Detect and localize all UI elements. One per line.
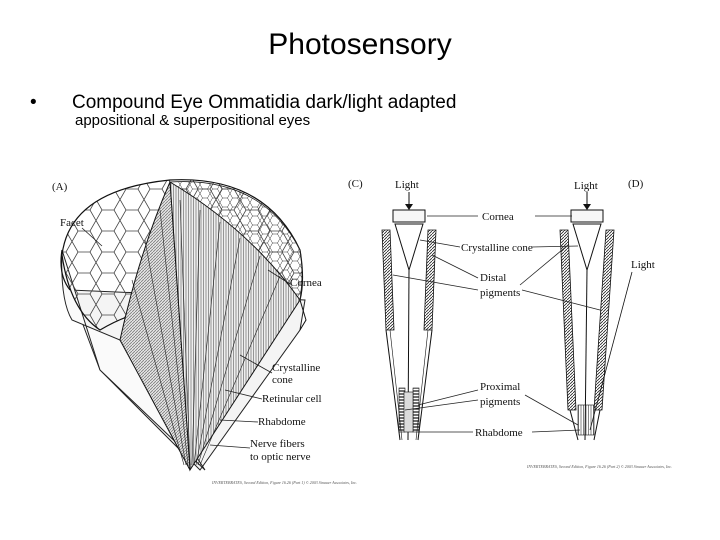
bullet-line: • Compound Eye Ommatidia dark/light adapt… [30,92,456,114]
label-distal-1: Distal [480,272,506,284]
label-crystalline-cone: Crystalline cone [461,242,533,254]
label-nerve-1: Nerve fibers [250,438,305,450]
label-rhabdome-left: Rhabdome [258,416,306,428]
slide-title: Photosensory [268,28,452,61]
label-cornea-left: Cornea [290,277,322,289]
leader-crystalline-left [239,354,273,374]
leader-retinular [224,389,263,400]
panel-label-d: (D) [628,178,644,190]
label-cornea-right: Cornea [482,211,514,223]
label-proximal-1: Proximal [480,381,520,393]
bullet-symbol: • [30,92,37,113]
label-facet: Facet [60,217,84,229]
panel-label-c: (C) [348,178,363,190]
leader-cornea-left [267,269,291,285]
sub-bullet-text: appositional & superpositional eyes [75,112,311,129]
credit-right: INVERTEBRATES, Second Edition, Figure 16… [526,464,672,470]
label-crystalline-left-1: Crystalline [272,362,320,374]
label-rhabdome-right: Rhabdome [475,427,523,439]
label-proximal-2: pigments [480,396,520,408]
leader-lines-right [392,215,601,433]
bullet-text: Compound Eye Ommatidia dark/light adapte… [72,92,457,113]
oblique-light-ray [589,271,633,431]
label-light-c: Light [395,179,419,191]
ommatidium-d [559,209,615,441]
label-crystalline-left-2: cone [272,374,293,386]
ommatidium-c [381,209,437,441]
credit-left: INVERTEBRATES, Second Edition, Figure 16… [211,480,357,486]
label-nerve-2: to optic nerve [250,451,311,463]
panel-label-a: (A) [52,181,68,193]
label-light-oblique: Light [631,259,655,271]
leader-nerve [209,444,251,449]
label-light-d: Light [574,180,598,192]
leader-rhabdome-left [219,419,259,423]
leader-facet [81,227,103,247]
ommatidia-diagram [381,192,633,441]
label-retinular: Retinular cell [262,393,322,405]
label-distal-2: pigments [480,287,520,299]
